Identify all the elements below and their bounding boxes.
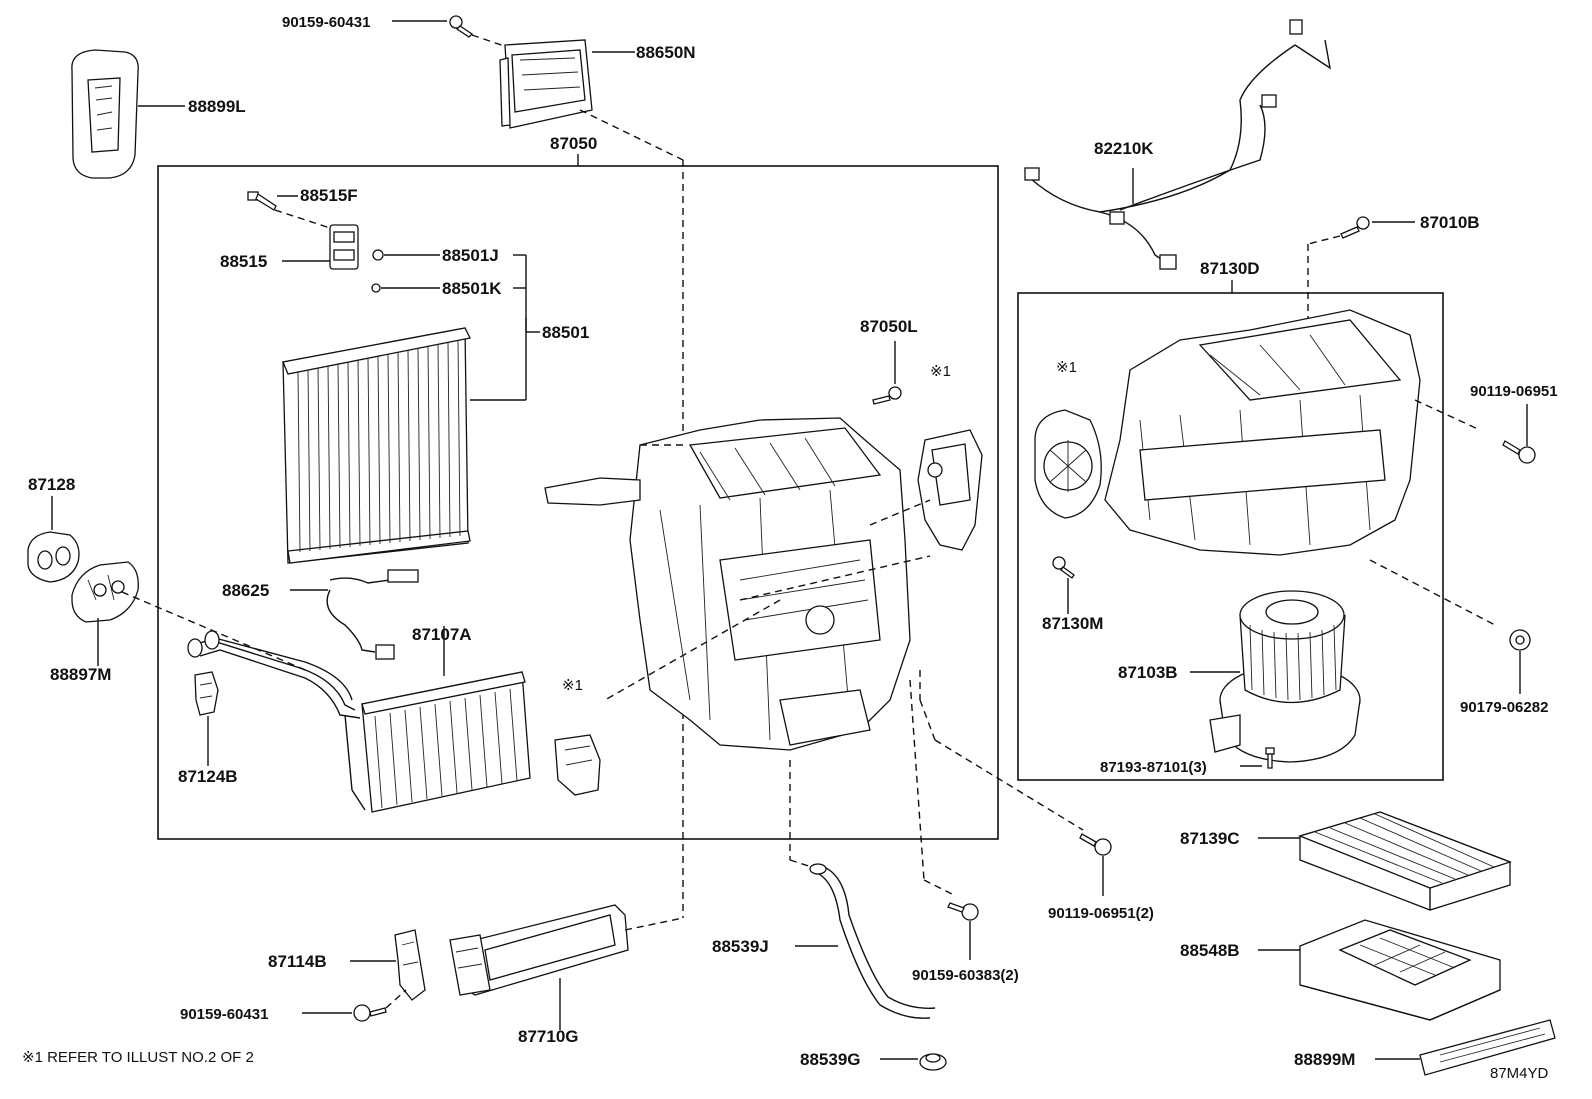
screw-87010B [1340,216,1370,239]
label-82210K: 82210K [1094,139,1154,158]
label-87710G: 87710G [518,1027,579,1046]
label-88539G: 88539G [800,1050,861,1069]
label-87107A: 87107A [412,625,472,644]
bolt-88515F [247,191,277,211]
label-88625: 88625 [222,581,269,600]
label-88501: 88501 [542,323,589,342]
label-87193-87101: 87193-87101(3) [1100,759,1207,776]
label-ref1-b: ※1 [562,677,583,694]
part-88897M-plate [71,561,139,623]
part-88515-expansion-valve [329,224,359,270]
screw-87130M [1052,556,1075,579]
bolt-90159-60431-top [449,15,474,38]
part-87139C-air-filter [1298,811,1512,911]
o-ring-88501J [372,249,384,261]
label-87114B: 87114B [268,952,327,971]
label-88515: 88515 [220,252,267,271]
o-ring-88501K [371,283,381,293]
part-88501-evaporator [282,327,471,564]
part-88539J-drain-hose [809,863,936,1019]
part-88548B-filter-case [1299,919,1501,1021]
label-ref1-a: ※1 [930,363,951,380]
part-87103B-blower-motor [1209,590,1361,763]
label-88650N: 88650N [636,43,696,62]
label-88515F: 88515F [300,186,358,205]
label-87130M: 87130M [1042,614,1103,633]
label-88501J: 88501J [442,246,499,265]
part-87114B-bracket [394,929,426,1001]
part-servo-actuator-ref1-b [554,734,601,796]
label-90159-60431-top: 90159-60431 [282,14,370,31]
label-88539J: 88539J [712,937,769,956]
label-87010B: 87010B [1420,213,1480,232]
assembly-87130D-frame [1017,292,1444,781]
screw-90119-06951 [1502,440,1536,464]
label-87103B: 87103B [1118,663,1178,682]
label-87128: 87128 [28,475,75,494]
nut-90179-06282 [1509,629,1531,651]
footnote: ※1 REFER TO ILLUST NO.2 OF 2 [22,1049,254,1066]
label-88548B: 88548B [1180,941,1240,960]
screw-90159-60383 [947,902,979,921]
bolt-90159-60431-bottom [353,1004,387,1022]
part-servo-actuator-ref1-c [1034,409,1102,519]
label-87124B: 87124B [178,767,238,786]
label-90119-06951: 90119-06951 [1470,383,1558,400]
part-88625-sensor [326,569,419,660]
label-90159-60431-bottom: 90159-60431 [180,1006,268,1023]
label-90119-06951-2: 90119-06951(2) [1048,905,1154,922]
label-88899L: 88899L [188,97,246,116]
label-87050L: 87050L [860,317,918,336]
part-87107A-heater-core [187,630,531,813]
label-90179-06282: 90179-06282 [1460,699,1548,716]
screw-90119-06951-2 [1079,833,1112,856]
label-90159-60383: 90159-60383(2) [912,967,1019,984]
label-87130D: 87130D [1200,259,1260,278]
part-87050-hvac-case [544,417,911,751]
part-88650N-bracket [499,39,593,129]
label-88501K: 88501K [442,279,502,298]
diagram-code: 87M4YD [1490,1065,1549,1082]
label-88897M: 88897M [50,665,111,684]
part-88899M-cover [1419,1019,1556,1076]
part-87128-grommet [27,531,80,583]
part-88899L-cover [71,49,139,179]
part-87710G-heater-case [449,904,629,996]
label-87139C: 87139C [1180,829,1240,848]
label-87050: 87050 [550,134,597,153]
part-87130D-blower-case [1104,309,1421,556]
part-88539G-grommet [919,1053,947,1071]
part-82210K-wire-harness [1024,19,1331,270]
part-87124B-clip [194,671,219,716]
part-servo-actuator-ref1-a [917,429,983,551]
screw-87050L [872,386,902,405]
label-ref1-c: ※1 [1056,359,1077,376]
label-88899M: 88899M [1294,1050,1355,1069]
screw-87193-87101 [1265,747,1275,769]
